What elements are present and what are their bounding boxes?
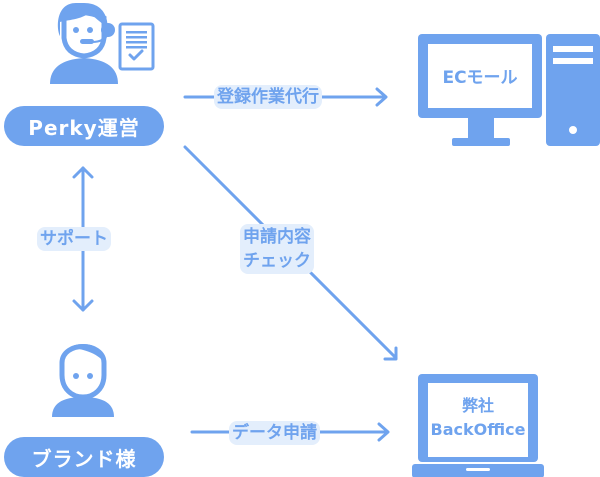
operator-label-text: Perky運営 [28,115,140,140]
desktop-computer-icon [418,34,600,146]
laptop-icon [412,374,544,477]
backoffice-label-line1: 弊社 [461,396,494,415]
review-flow-label: 申請内容 チェック [240,224,314,274]
ec-mall-label: ECモール [442,68,518,88]
backoffice-label: 弊社 BackOffice [428,394,528,442]
person-icon [52,344,114,417]
brand-label-text: ブランド様 [31,446,137,471]
support-flow-label: サポート [37,227,111,251]
brand-label: ブランド様 [4,437,164,477]
support-arrowhead-down [72,299,94,312]
data-submission-arrowhead [377,422,390,442]
data-submission-flow-label: データ申請 [229,421,320,445]
support-arrowhead-up [72,166,94,179]
operator-label: Perky運営 [4,106,164,146]
support-operator-with-checklist-icon [50,3,155,84]
registration-flow-label: 登録作業代行 [214,85,322,109]
review-arrowhead [383,346,398,361]
review-flow-label-line1: 申請内容 [243,227,311,247]
backoffice-label-line2: BackOffice [430,420,526,439]
registration-arrowhead [375,87,388,107]
review-flow-label-line2: チェック [243,251,311,271]
